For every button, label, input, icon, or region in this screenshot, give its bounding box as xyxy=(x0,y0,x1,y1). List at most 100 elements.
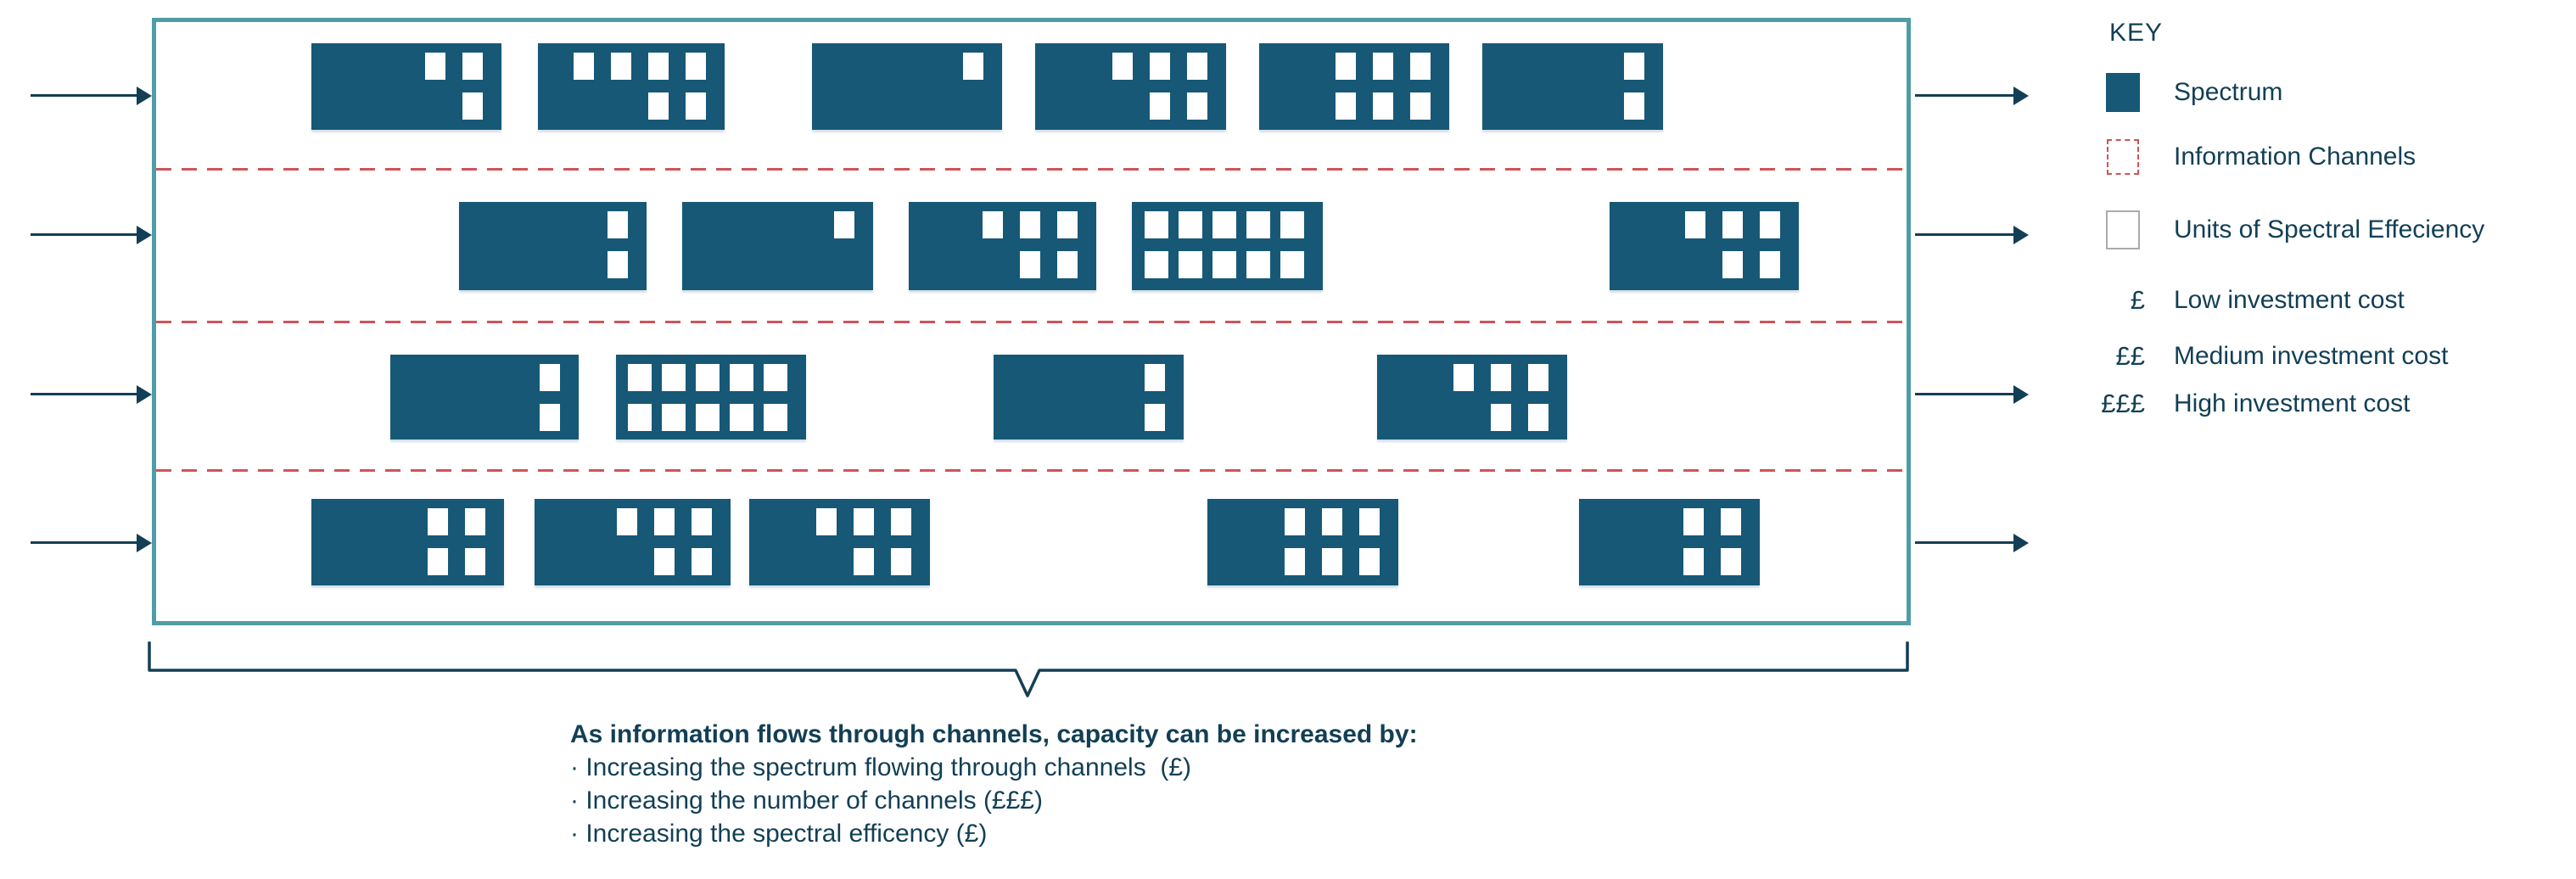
arrow-head xyxy=(2013,534,2029,552)
spectral-efficiency-unit xyxy=(1624,53,1644,80)
spectrum-swatch xyxy=(2106,73,2140,112)
flow-arrow-out xyxy=(1915,226,2029,244)
spectral-efficiency-unit xyxy=(1285,548,1305,575)
spectral-efficiency-unit xyxy=(1410,53,1431,80)
spectral-efficiency-unit xyxy=(730,404,753,431)
spectral-efficiency-unit xyxy=(1410,92,1431,120)
spectral-efficiency-unit xyxy=(1020,251,1040,278)
spectrum-block xyxy=(749,499,930,585)
flow-arrow-in xyxy=(31,534,152,552)
spectral-efficiency-unit xyxy=(1322,508,1342,535)
arrow-shaft xyxy=(31,94,138,97)
spectral-efficiency-unit xyxy=(816,508,837,535)
spectral-efficiency-unit xyxy=(611,53,631,80)
caption-heading: As information flows through channels, c… xyxy=(570,720,1418,748)
spectral-efficiency-unit xyxy=(1212,251,1236,278)
spectral-efficiency-unit xyxy=(428,548,448,575)
spectral-efficiency-unit xyxy=(1624,92,1644,120)
spectral-efficiency-unit xyxy=(692,548,712,575)
spectral-efficiency-unit xyxy=(764,364,787,391)
spectral-efficiency-unit xyxy=(696,404,720,431)
spectrum-block xyxy=(1482,43,1663,130)
spectral-efficiency-unit xyxy=(1491,404,1511,431)
pound-symbol: £ xyxy=(2130,285,2145,315)
spectral-efficiency-unit xyxy=(1280,251,1304,278)
arrow-shaft xyxy=(1915,393,2015,395)
spectral-efficiency-unit xyxy=(1020,211,1040,238)
spectral-efficiency-unit xyxy=(462,92,483,120)
arrow-head xyxy=(2013,87,2029,105)
spectral-efficiency-unit xyxy=(1336,92,1356,120)
spectral-efficiency-unit xyxy=(764,404,787,431)
spectrum-block xyxy=(1610,202,1799,290)
spectral-efficiency-unit xyxy=(648,53,669,80)
spectrum-block xyxy=(459,202,647,290)
caption-bullet-1: · Increasing the spectrum flowing throug… xyxy=(570,753,1192,781)
spectral-efficiency-unit xyxy=(692,508,712,535)
channel-divider xyxy=(156,321,1907,323)
spectral-efficiency-unit xyxy=(983,211,1003,238)
spectrum-block xyxy=(535,499,731,585)
spectral-efficiency-unit xyxy=(1373,53,1393,80)
spectrum-block xyxy=(390,355,579,440)
key-label-spectrum: Spectrum xyxy=(2174,78,2283,106)
caption-bullet-3: · Increasing the spectral efficency (£) xyxy=(570,820,988,848)
spectral-efficiency-unit xyxy=(617,508,637,535)
spectral-efficiency-unit xyxy=(854,548,874,575)
spectral-efficiency-unit xyxy=(686,53,706,80)
arrow-head xyxy=(2013,385,2029,404)
spectral-efficiency-unit xyxy=(662,364,686,391)
spectral-efficiency-unit xyxy=(648,92,669,120)
spectral-efficiency-unit xyxy=(1057,211,1078,238)
spectrum-block xyxy=(311,43,501,130)
spectral-efficiency-unit xyxy=(854,508,874,535)
key-title: KEY xyxy=(2109,19,2164,47)
arrow-head xyxy=(137,534,152,552)
spectral-efficiency-unit xyxy=(696,364,720,391)
spectrum-block xyxy=(1377,355,1567,440)
flow-arrow-out xyxy=(1915,534,2029,552)
spectral-efficiency-swatch xyxy=(2106,210,2140,249)
spectral-efficiency-unit xyxy=(425,53,445,80)
spectral-efficiency-unit xyxy=(1685,211,1705,238)
spectrum-block xyxy=(1207,499,1398,585)
spectral-efficiency-unit xyxy=(1187,53,1207,80)
arrow-shaft xyxy=(1915,94,2015,97)
spectral-efficiency-unit xyxy=(608,211,628,238)
spectrum-block xyxy=(616,355,806,440)
caption: As information flows through channels, c… xyxy=(570,718,1418,850)
spectral-efficiency-unit xyxy=(1453,364,1474,391)
spectral-efficiency-unit xyxy=(1760,251,1780,278)
spectrum-block xyxy=(682,202,873,290)
arrow-shaft xyxy=(1915,233,2015,236)
key-item-information-channels: Information Channels xyxy=(2101,137,2416,176)
spectral-efficiency-unit xyxy=(1187,92,1207,120)
flow-arrow-in xyxy=(31,226,152,244)
information-channels-swatch xyxy=(2107,139,2139,175)
triple-pound-symbol: £££ xyxy=(2101,389,2145,418)
key-label-information-channels: Information Channels xyxy=(2174,143,2416,171)
spectral-efficiency-unit xyxy=(1528,404,1548,431)
spectral-efficiency-unit xyxy=(654,508,675,535)
brace xyxy=(148,641,1909,697)
key-item-low-cost: £ Low investment cost xyxy=(2101,281,2405,320)
spectral-efficiency-unit xyxy=(963,53,983,80)
spectral-efficiency-unit xyxy=(608,251,628,278)
spectral-efficiency-unit xyxy=(462,53,483,80)
arrow-head xyxy=(137,385,152,404)
channel-divider xyxy=(156,168,1907,171)
spectral-efficiency-unit xyxy=(465,548,485,575)
spectrum-block xyxy=(909,202,1096,290)
spectral-efficiency-unit xyxy=(1246,251,1270,278)
spectral-efficiency-unit xyxy=(1145,251,1168,278)
flow-arrow-in xyxy=(31,385,152,404)
spectral-efficiency-unit xyxy=(1336,53,1356,80)
spectral-efficiency-unit xyxy=(1057,251,1078,278)
key-item-medium-cost: ££ Medium investment cost xyxy=(2101,337,2449,376)
spectral-efficiency-unit xyxy=(686,92,706,120)
spectral-efficiency-unit xyxy=(1722,211,1743,238)
spectral-efficiency-unit xyxy=(1760,211,1780,238)
arrow-shaft xyxy=(1915,541,2015,544)
arrow-shaft xyxy=(31,233,138,236)
spectral-efficiency-unit xyxy=(1491,364,1511,391)
